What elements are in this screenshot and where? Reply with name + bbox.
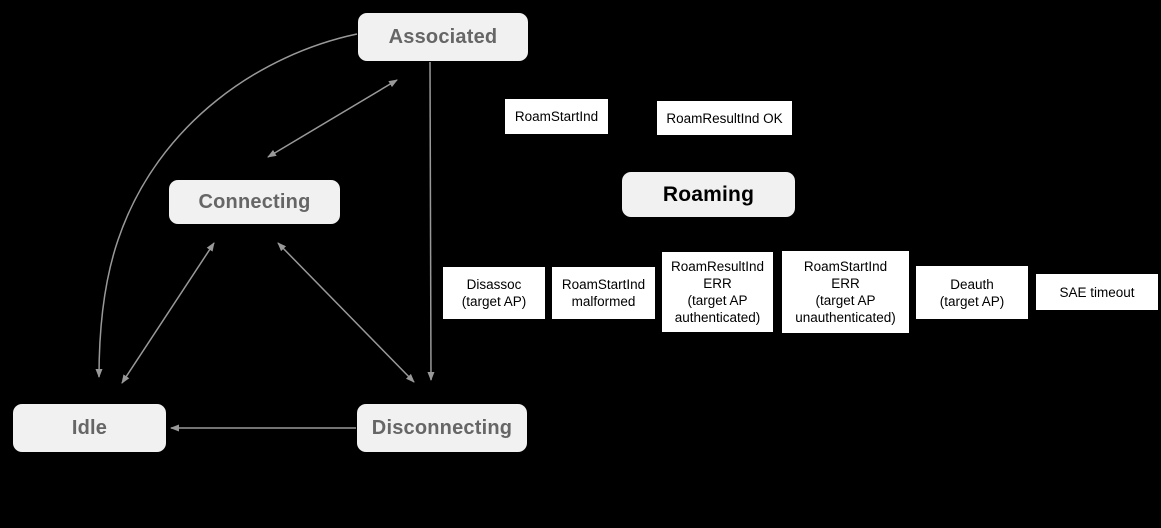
state-label-roaming: Roaming: [662, 182, 755, 206]
event-text-roam-result-ind-err: RoamResultInd ERR (target AP authenticat…: [670, 259, 765, 325]
state-label-disconnecting: Disconnecting: [371, 416, 513, 439]
state-label-idle: Idle: [71, 416, 108, 439]
event-label-deauth-target-ap: Deauth (target AP): [916, 266, 1028, 319]
state-node-roaming: Roaming: [622, 172, 795, 217]
event-text-roam-start-ind-err: RoamStartInd ERR (target AP unauthentica…: [795, 259, 896, 325]
event-text-disassoc-target-ap: Disassoc (target AP): [461, 277, 527, 309]
event-text-deauth-target-ap: Deauth (target AP): [939, 276, 1005, 309]
event-label-roam-result-ind-err: RoamResultInd ERR (target AP authenticat…: [662, 252, 773, 332]
state-node-idle: Idle: [13, 404, 166, 452]
event-label-roam-result-ind-ok: RoamResultInd OK: [657, 101, 792, 135]
state-node-disconnecting: Disconnecting: [357, 404, 527, 452]
arrow-connecting-disconnecting-bidirectional: [277, 242, 415, 383]
event-text-roam-result-ind-ok: RoamResultInd OK: [666, 110, 783, 126]
state-node-connecting: Connecting: [169, 180, 340, 224]
event-text-sae-timeout: SAE timeout: [1059, 284, 1135, 300]
arrow-connecting-idle-bidirectional: [121, 242, 215, 384]
event-label-roam-start-ind-malformed: RoamStartInd malformed: [552, 267, 655, 319]
event-label-sae-timeout: SAE timeout: [1036, 274, 1158, 310]
arrow-associated-connecting-bidirectional: [267, 79, 398, 158]
state-label-connecting: Connecting: [198, 190, 311, 213]
state-label-associated: Associated: [388, 25, 498, 48]
event-label-roam-start-ind-err: RoamStartInd ERR (target AP unauthentica…: [782, 251, 909, 333]
arrow-associated-to-disconnecting: [427, 61, 435, 381]
event-text-roam-start-ind-malformed: RoamStartInd malformed: [561, 277, 646, 309]
event-label-roam-start-ind: RoamStartInd: [505, 99, 608, 134]
event-label-disassoc-target-ap: Disassoc (target AP): [443, 267, 545, 319]
state-node-associated: Associated: [358, 13, 528, 61]
event-text-roam-start-ind: RoamStartInd: [514, 109, 599, 124]
